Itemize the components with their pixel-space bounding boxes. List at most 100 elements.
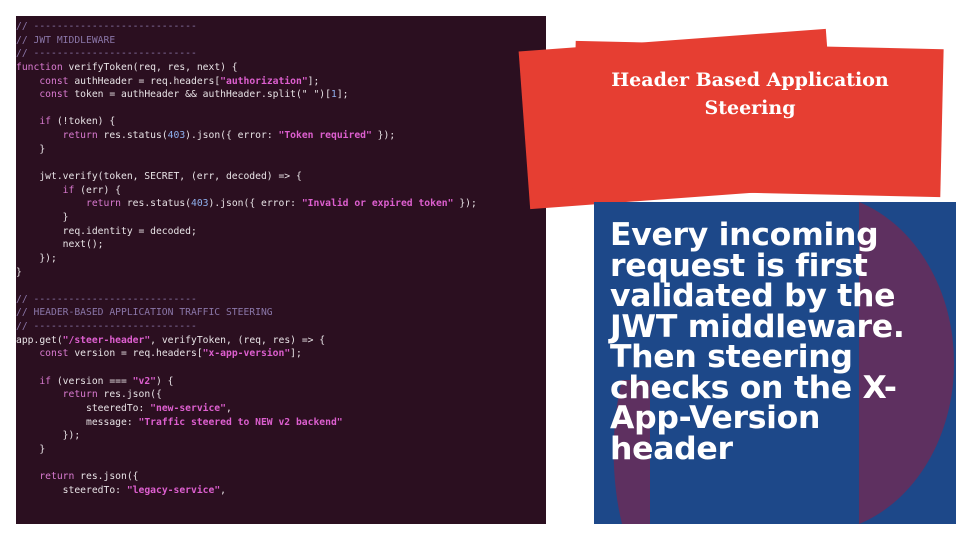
code-token: const (39, 348, 69, 360)
code-token: return (62, 130, 98, 142)
code-line: }); (16, 429, 477, 443)
code-block: // ---------------------------- // JWT MI… (16, 20, 477, 497)
code-token: req.identity = decoded; (16, 225, 197, 237)
code-line: const authHeader = req.headers["authoriz… (16, 75, 477, 89)
code-token: }); (16, 430, 81, 442)
code-token (16, 376, 39, 387)
code-line: return res.json({ (16, 470, 477, 484)
code-token: res.json({ (74, 471, 139, 483)
code-token: token = authHeader && authHeader.split("… (68, 89, 331, 101)
code-line: app.get("/steer-header", verifyToken, (r… (16, 334, 477, 348)
code-token: } (16, 266, 22, 278)
code-token: }); (371, 130, 396, 142)
code-line (16, 156, 477, 170)
code-line: next(); (16, 238, 477, 252)
code-line: return res.status(403).json({ error: "To… (16, 129, 477, 143)
code-token (16, 116, 39, 127)
code-token: }); (16, 252, 57, 264)
code-token: version = req.headers[ (68, 348, 203, 360)
code-token: if (62, 184, 75, 196)
code-token: ).json({ error: (185, 130, 279, 142)
code-line (16, 102, 477, 116)
code-line: // JWT MIDDLEWARE (16, 34, 477, 48)
code-token (16, 76, 39, 87)
code-token: }); (453, 198, 477, 210)
code-token: (err) { (74, 184, 122, 196)
code-line: steeredTo: "legacy-service", (16, 484, 477, 498)
code-token: verifyToken(req, res, next) { (62, 61, 238, 73)
code-token: "legacy-service" (126, 484, 221, 496)
code-line: steeredTo: "new-service", (16, 402, 477, 416)
code-token: if (39, 116, 52, 128)
code-token: function (16, 61, 63, 73)
code-token: steeredTo: (16, 484, 127, 496)
code-line: const token = authHeader && authHeader.s… (16, 88, 477, 102)
code-token: // ---------------------------- (16, 48, 197, 60)
code-token: , (220, 484, 226, 496)
code-token: // JWT MIDDLEWARE (16, 34, 116, 46)
code-token: res.status( (97, 130, 168, 142)
code-line: // ---------------------------- (16, 320, 477, 334)
code-token: const (39, 75, 69, 87)
code-line: if (err) { (16, 184, 477, 198)
code-token: if (39, 375, 52, 387)
code-line: if (!token) { (16, 115, 477, 129)
code-token: 1 (330, 89, 337, 101)
code-line: // HEADER-BASED APPLICATION TRAFFIC STEE… (16, 306, 477, 320)
code-token: steeredTo: (16, 402, 151, 414)
code-token: (!token) { (51, 116, 116, 128)
code-line: // ---------------------------- (16, 20, 477, 34)
code-token: res.status( (121, 198, 191, 210)
code-token: next(); (16, 239, 104, 251)
code-token: "v2" (132, 375, 157, 387)
code-token: message: (16, 416, 139, 428)
code-line: }); (16, 252, 477, 266)
code-token: return (39, 471, 75, 483)
title-card-title: Header Based Application Steering (611, 69, 889, 119)
decor-right-arc (859, 202, 955, 524)
code-line: function verifyToken(req, res, next) { (16, 61, 477, 75)
code-token (16, 89, 39, 100)
code-token: // ---------------------------- (16, 293, 197, 305)
code-token: const (39, 89, 69, 101)
code-token: app.get( (16, 334, 63, 346)
code-line: message: "Traffic steered to NEW v2 back… (16, 416, 477, 430)
code-line: return res.status(403).json({ error: "In… (16, 197, 477, 211)
code-line: req.identity = decoded; (16, 225, 477, 239)
code-line: } (16, 211, 477, 225)
code-line (16, 457, 477, 471)
code-line: // ---------------------------- (16, 293, 477, 307)
code-token: return (62, 389, 98, 401)
code-token: 403 (167, 130, 186, 142)
code-line: const version = req.headers["x-app-versi… (16, 347, 477, 361)
code-token: (version === (51, 375, 133, 387)
code-token: } (16, 211, 69, 223)
code-token: , verifyToken, (req, res) => { (150, 334, 326, 346)
code-token: "Invalid or expired token" (301, 198, 454, 210)
code-token: "Token required" (278, 130, 372, 142)
code-token: res.json({ (97, 389, 162, 401)
code-token: , (225, 402, 232, 414)
code-token: } (16, 143, 46, 155)
code-token: ) { (156, 375, 174, 387)
code-screenshot-panel: // ---------------------------- // JWT MI… (16, 16, 546, 524)
code-line: if (version === "v2") { (16, 375, 477, 389)
code-token: "Traffic steered to NEW v2 backend" (138, 416, 343, 428)
code-token (16, 348, 39, 359)
code-token (16, 471, 39, 482)
code-token (16, 389, 63, 400)
info-card: Every incoming request is first validate… (594, 202, 956, 524)
code-token: // ---------------------------- (16, 321, 197, 333)
code-token: // ---------------------------- (16, 21, 197, 32)
code-line: } (16, 443, 477, 457)
code-token: "/steer-header" (62, 334, 151, 346)
code-token: ).json({ error: (208, 198, 302, 210)
info-card-text: Every incoming request is first validate… (610, 217, 905, 467)
code-token: jwt.verify(token, SECRET, (err, decoded)… (16, 171, 302, 183)
code-line: } (16, 143, 477, 157)
code-token: "new-service" (150, 402, 226, 414)
code-token: } (16, 443, 46, 455)
code-token: ]; (290, 348, 302, 360)
code-line (16, 279, 477, 293)
code-token (16, 130, 63, 141)
